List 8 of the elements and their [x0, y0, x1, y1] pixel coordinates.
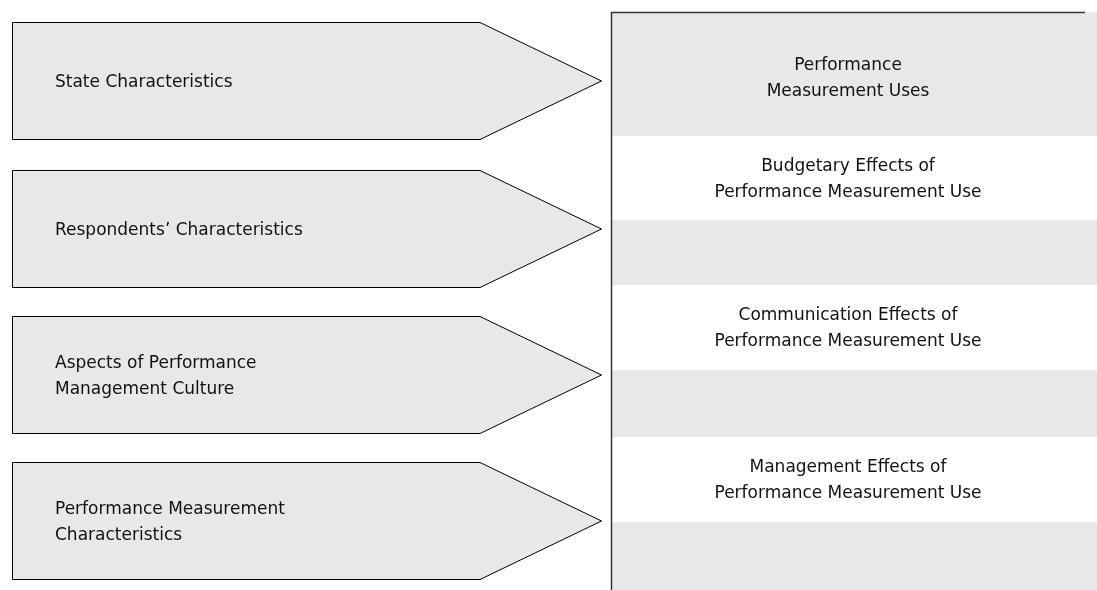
arrow-label: Performance Measurement Characteristics	[55, 497, 286, 546]
panel-heading: Budgetary Effects of Performance Measurement Use	[713, 154, 983, 203]
arrow-label: Respondents’ Characteristics	[55, 218, 304, 241]
panel-heading: Management Effects of Performance Measurement Use	[713, 455, 983, 504]
panel-heading: Performance Measurement Uses	[765, 53, 931, 102]
arrow-label: State Characteristics	[55, 70, 234, 93]
arrow-label: Aspects of Performance Management Culture	[55, 351, 258, 400]
panel-heading: Communication Effects of Performance Measurement Use	[713, 303, 983, 352]
